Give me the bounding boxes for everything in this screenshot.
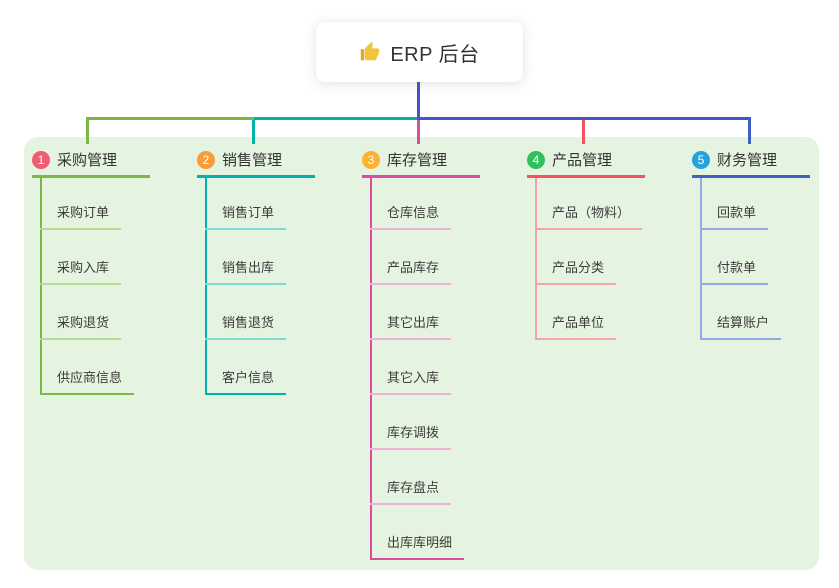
branch-drop-line (417, 117, 420, 144)
branch-drop-line (582, 117, 585, 144)
child-node[interactable]: 库存调拨 (370, 420, 452, 450)
branch-label: 采购管理 (57, 152, 118, 169)
child-node[interactable]: 采购退货 (40, 310, 122, 340)
root-node-label: ERP 后台 (390, 43, 480, 66)
branch-bus-line (86, 117, 254, 120)
child-node[interactable]: 产品（物料） (535, 200, 643, 230)
thumbs-up-icon (361, 41, 380, 61)
branch-drop-line (252, 117, 255, 144)
branch-trunk-line (205, 178, 207, 395)
branch-header-4[interactable]: 4 产品管理 (527, 144, 645, 178)
root-node[interactable]: ERP 后台 (316, 22, 523, 82)
child-node[interactable]: 销售退货 (205, 310, 287, 340)
child-node[interactable]: 仓库信息 (370, 200, 452, 230)
child-node[interactable]: 其它入库 (370, 365, 452, 395)
branch-trunk-line (535, 178, 537, 340)
branch-trunk-line (700, 178, 702, 340)
child-node[interactable]: 产品单位 (535, 310, 617, 340)
branch-label: 库存管理 (387, 152, 448, 169)
branch-header-5[interactable]: 5 财务管理 (692, 144, 810, 178)
child-node[interactable]: 出库库明细 (370, 530, 465, 560)
branch-number-badge: 2 (197, 150, 215, 169)
branch-trunk-line (40, 178, 42, 395)
branch-number-badge: 4 (527, 150, 545, 169)
root-connector-line (417, 82, 420, 120)
child-node[interactable]: 其它出库 (370, 310, 452, 340)
child-node[interactable]: 供应商信息 (40, 365, 135, 395)
branch-trunk-line (370, 178, 372, 560)
child-node[interactable]: 回款单 (700, 200, 769, 230)
child-node[interactable]: 采购入库 (40, 255, 122, 285)
child-node[interactable]: 采购订单 (40, 200, 122, 230)
branch-number-badge: 3 (362, 150, 380, 169)
child-node[interactable]: 库存盘点 (370, 475, 452, 505)
child-node[interactable]: 付款单 (700, 255, 769, 285)
child-node[interactable]: 销售订单 (205, 200, 287, 230)
branch-bus-line (254, 117, 417, 120)
branch-header-1[interactable]: 1 采购管理 (32, 144, 150, 178)
child-node[interactable]: 客户信息 (205, 365, 287, 395)
branch-header-3[interactable]: 3 库存管理 (362, 144, 480, 178)
branch-label: 销售管理 (222, 152, 283, 169)
branch-drop-line (86, 117, 89, 144)
branch-header-2[interactable]: 2 销售管理 (197, 144, 315, 178)
child-node[interactable]: 产品分类 (535, 255, 617, 285)
branch-drop-line (748, 117, 751, 144)
branch-label: 产品管理 (552, 152, 613, 169)
child-node[interactable]: 产品库存 (370, 255, 452, 285)
branch-label: 财务管理 (717, 152, 778, 169)
child-node[interactable]: 结算账户 (700, 310, 782, 340)
child-node[interactable]: 销售出库 (205, 255, 287, 285)
branches-panel (24, 137, 819, 570)
branch-number-badge: 1 (32, 150, 50, 169)
branch-bus-line (417, 117, 751, 120)
branch-number-badge: 5 (692, 150, 710, 169)
